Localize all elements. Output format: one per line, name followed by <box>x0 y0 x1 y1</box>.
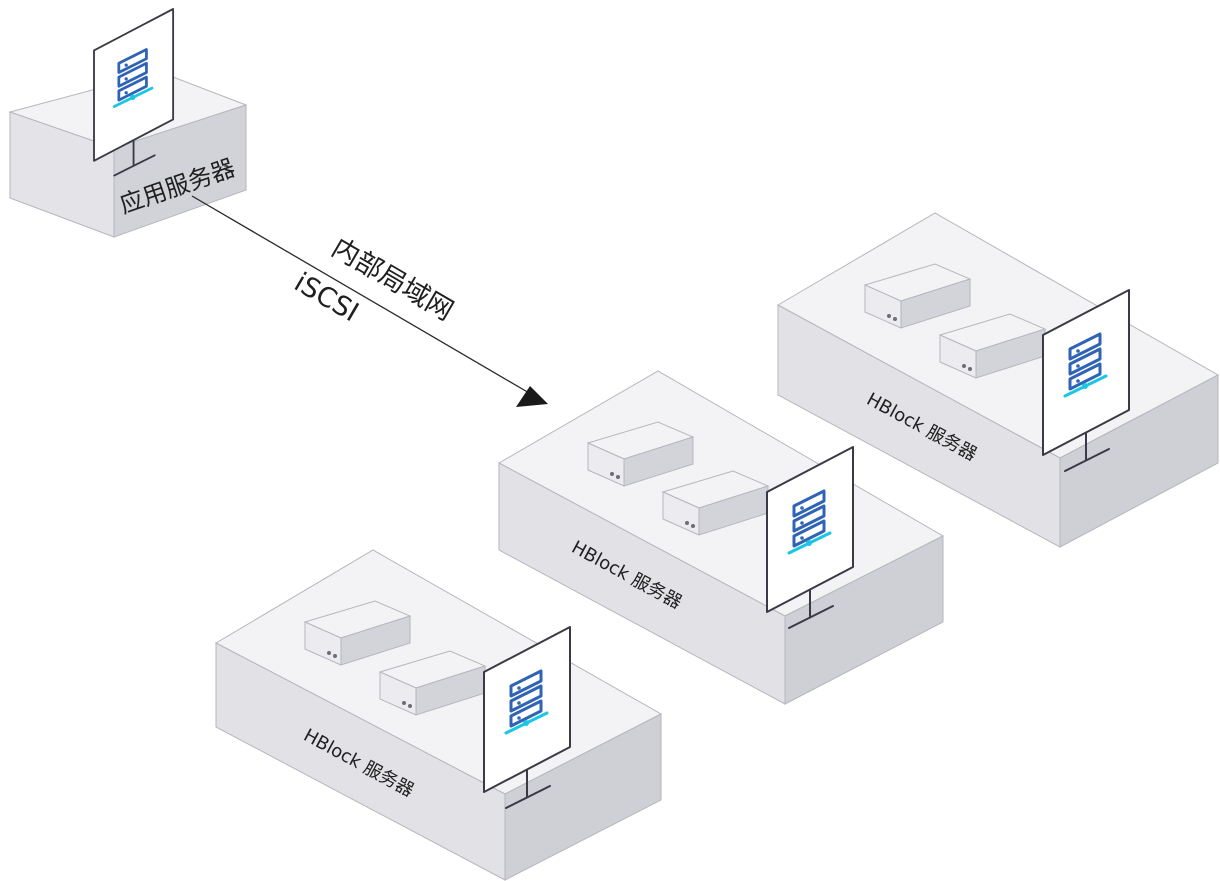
network-link: 内部局域网 iSCSI <box>191 195 548 407</box>
protocol-label: iSCSI <box>289 267 364 328</box>
platform-right-face <box>784 535 944 705</box>
arrow-head-icon <box>516 386 548 407</box>
platform-right-face <box>504 713 662 881</box>
app-server-node: 应用服务器 <box>8 7 248 238</box>
connection-line <box>191 195 537 398</box>
platform-right-face <box>1059 374 1219 548</box>
app-server-right-face <box>113 104 247 238</box>
hblock-server-node: HBlock 服务器 <box>776 212 1220 548</box>
